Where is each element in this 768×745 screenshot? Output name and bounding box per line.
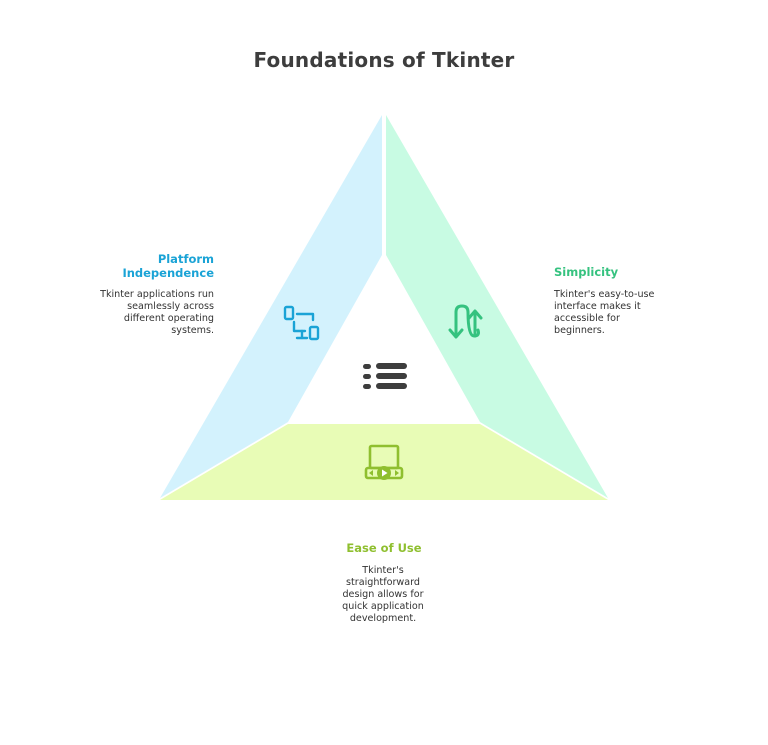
segment-simplicity [386, 115, 608, 498]
ease-title: Ease of Use [346, 541, 422, 555]
devices-icon [283, 305, 320, 341]
platform-title: Platform Independence [122, 252, 214, 280]
ease-description: Tkinter's straightforward design allows … [342, 565, 424, 624]
platform-description: Tkinter applications run seamlessly acro… [100, 289, 214, 336]
video-player-icon [364, 444, 404, 480]
diagram-title: Foundations of Tkinter [253, 48, 515, 72]
segment-platform [160, 115, 382, 498]
list-icon [363, 363, 407, 389]
swap-arrows-icon [448, 304, 483, 339]
simplicity-description: Tkinter's easy-to-use interface makes it… [554, 289, 655, 336]
segment-ease [160, 424, 608, 500]
simplicity-title: Simplicity [554, 265, 619, 279]
